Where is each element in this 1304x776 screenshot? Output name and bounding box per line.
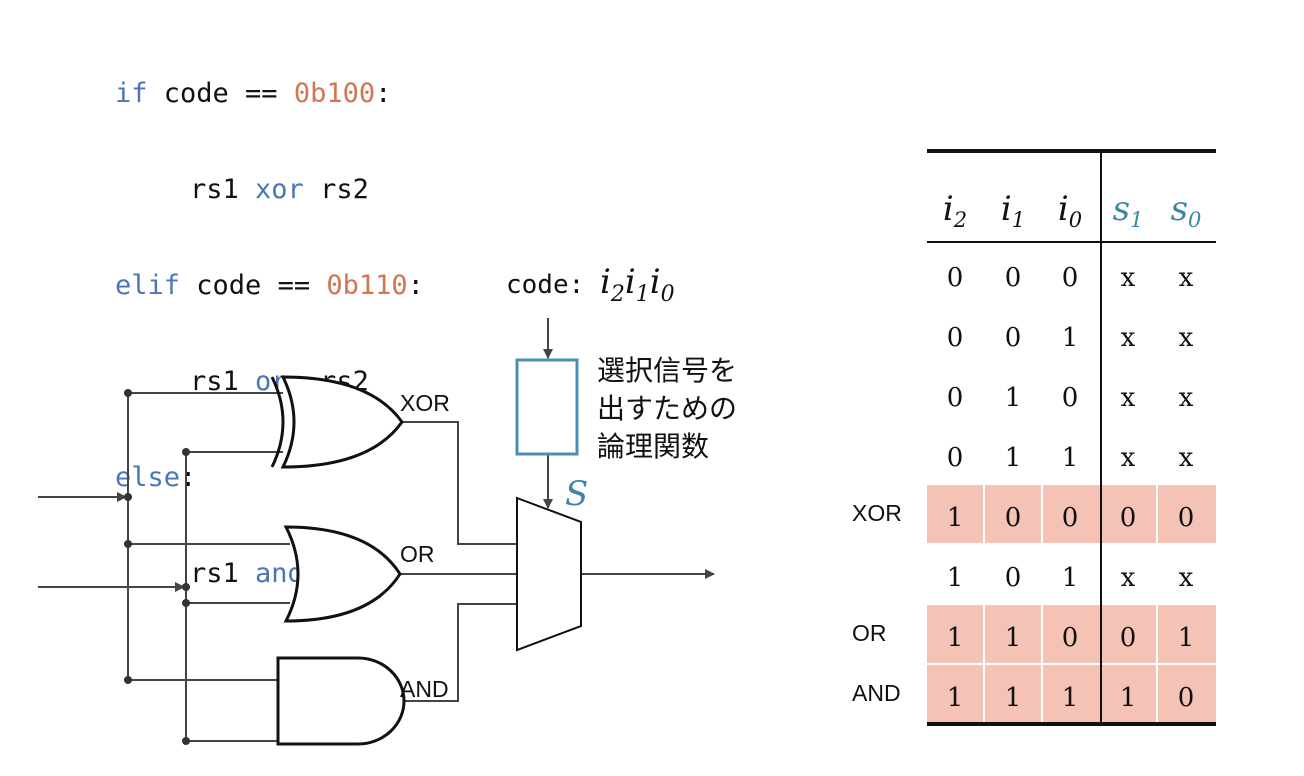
xor-label: XOR [400,390,450,416]
select-signal-label: S [565,474,589,514]
table-cell: 0 [1120,503,1137,533]
table-row-highlight [927,605,1216,663]
table-header-i2: i2 [943,189,967,232]
table-cell: x [1121,263,1136,293]
table-cell: 1 [1005,623,1022,653]
code-line-1: if code == 0b100: [115,78,392,109]
table-cell: 0 [1062,383,1079,413]
table-cell: 0 [1062,263,1079,293]
table-cell: 1 [1005,383,1022,413]
table-cell: 1 [1062,683,1079,713]
table-cell: 1 [1120,683,1137,713]
table-cell: 1 [1062,563,1079,593]
table-cell: x [1179,443,1194,473]
table-cell: 1 [1178,623,1195,653]
code-block: if code == 0b100: rs1 xor rs2 elif code … [115,22,424,646]
table-cell: 1 [947,623,964,653]
table-cell: 1 [1062,443,1079,473]
selector-note: 選択信号を 出すための 論理関数 [597,354,738,463]
table-cell: 1 [947,683,964,713]
or-label: OR [400,541,435,567]
and-label: AND [400,676,449,702]
table-row-label: AND [852,680,901,706]
table-cell: x [1179,383,1194,413]
table-row-label: OR [852,620,887,646]
table-cell: 0 [1120,623,1137,653]
table-cell: x [1179,263,1194,293]
table-cell: 0 [1005,563,1022,593]
table-cell: 0 [947,263,964,293]
xor-gate [270,375,404,469]
table-cell: 0 [1178,503,1195,533]
code-input-label: code: i2i1i0 [506,262,675,307]
and-gate [276,656,406,746]
table-cell: 1 [1005,443,1022,473]
table-cell: x [1179,323,1194,353]
table-cell: 0 [947,443,964,473]
table-cell: 0 [1005,263,1022,293]
table-cell: 0 [947,323,964,353]
table-row-highlight [927,485,1216,543]
table-cell: x [1121,443,1136,473]
table-cell: 0 [1005,503,1022,533]
table-cell: 0 [1062,503,1079,533]
table-cell: x [1121,563,1136,593]
table-header-s1: s1 [1113,189,1144,232]
table-header-s0: s0 [1171,189,1202,232]
table-cell: 0 [1062,623,1079,653]
table-cell: 1 [947,503,964,533]
table-cell: x [1121,383,1136,413]
table-cell: 0 [947,383,964,413]
table-cell: x [1121,323,1136,353]
code-line-3: elif code == 0b110: [115,270,424,301]
table-cell: 0 [1178,683,1195,713]
table-header-i1: i1 [1001,189,1025,232]
table-cell: 1 [947,563,964,593]
table-cell: 1 [1062,323,1079,353]
table-cell: x [1179,563,1194,593]
table-cell: 0 [1005,323,1022,353]
code-line-5: else: [115,462,197,493]
table-header-i0: i0 [1058,189,1082,232]
or-gate [283,525,402,623]
code-line-2: rs1 xor rs2 [190,174,369,205]
multiplexer [516,496,582,652]
table-row-highlight [927,665,1216,723]
selector-logic-box [515,358,579,456]
table-cell: 1 [1005,683,1022,713]
table-row-label: XOR [852,500,902,526]
